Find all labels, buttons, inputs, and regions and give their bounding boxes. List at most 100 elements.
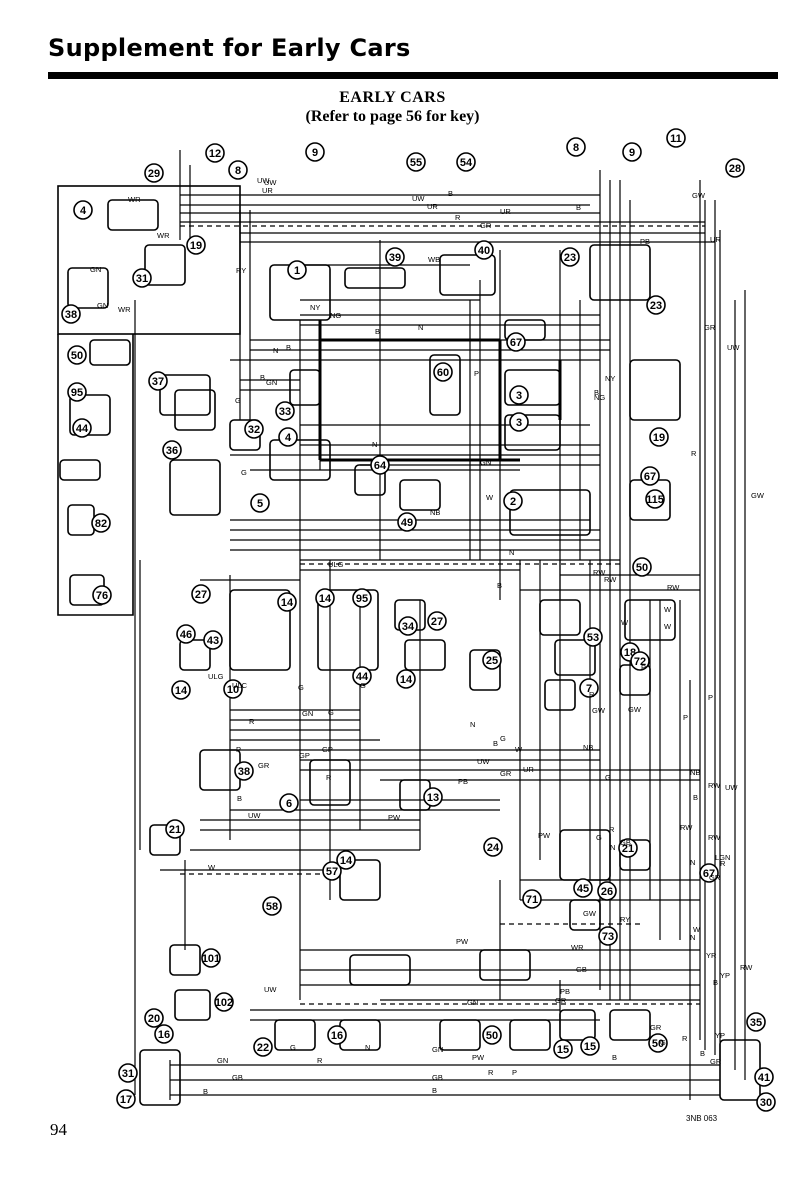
component-callout-circle xyxy=(144,1008,164,1028)
component-outline xyxy=(169,944,201,976)
wire-color-code: RW xyxy=(593,568,606,577)
component-callout-circle xyxy=(72,418,92,438)
component-callout-circle xyxy=(622,142,642,162)
component-callout-circle xyxy=(566,137,586,157)
component-number: 31 xyxy=(136,273,148,285)
component-number: 50 xyxy=(652,1038,664,1050)
component-callout-circle xyxy=(116,1089,136,1109)
component-outline xyxy=(469,649,501,691)
component-callout-circle xyxy=(201,948,221,968)
component-callout-circle xyxy=(370,455,390,475)
wire-color-code: GR xyxy=(258,761,270,770)
wire-color-code: UW xyxy=(248,811,261,820)
component-outline xyxy=(107,199,159,231)
component-callout-circle xyxy=(509,412,529,432)
component-outline xyxy=(504,369,561,406)
component-callout-circle xyxy=(573,878,593,898)
component-number: 27 xyxy=(195,589,207,601)
component-number: 115 xyxy=(646,494,664,506)
wire-color-code: RW xyxy=(708,781,721,790)
component-outline xyxy=(344,267,406,289)
component-number: 29 xyxy=(148,168,160,180)
component-number: 30 xyxy=(760,1097,772,1109)
component-callout-circle xyxy=(162,440,182,460)
page-title: Supplement for Early Cars xyxy=(48,34,411,62)
wire-color-code: PB xyxy=(458,777,468,786)
component-number: 67 xyxy=(510,337,522,349)
component-callout-circle xyxy=(250,493,270,513)
component-outline xyxy=(174,989,211,1021)
wire-color-code: N xyxy=(365,1043,370,1052)
component-outline xyxy=(559,829,611,881)
component-number: 38 xyxy=(238,766,250,778)
component-callout-circle xyxy=(73,200,93,220)
component-panel-border xyxy=(57,185,241,335)
component-callout-circle xyxy=(598,926,618,946)
component-callout-circle xyxy=(61,304,81,324)
wire-color-code: UR xyxy=(262,186,273,195)
component-callout-circle xyxy=(482,1025,502,1045)
component-number: 12 xyxy=(209,148,221,160)
component-callout-circle xyxy=(597,881,617,901)
wire-color-code: GB xyxy=(432,1073,443,1082)
wire-color-code: UR xyxy=(427,202,438,211)
wire-color-code: GR xyxy=(710,1057,722,1066)
component-outline xyxy=(317,589,379,671)
component-callout-circle xyxy=(144,163,164,183)
component-outline xyxy=(399,479,441,511)
component-number: 54 xyxy=(460,157,473,169)
component-number: 57 xyxy=(326,866,338,878)
wire-color-code: R xyxy=(609,825,615,834)
wire-color-code: UW xyxy=(477,757,490,766)
component-callout-circle xyxy=(630,651,650,671)
component-callout-circle xyxy=(262,896,282,916)
wire-color-code: N xyxy=(372,440,377,449)
wire-color-code: YP xyxy=(720,971,730,980)
component-number: 14 xyxy=(340,855,353,867)
component-number: 14 xyxy=(319,593,332,605)
component-callout-circle xyxy=(214,992,234,1012)
wire-color-code: P xyxy=(236,745,241,754)
component-callout-circle xyxy=(352,666,372,686)
component-panel-border xyxy=(57,334,134,616)
wire-color-code: B xyxy=(203,1087,208,1096)
component-callout-circle xyxy=(223,679,243,699)
component-callout-circle xyxy=(191,584,211,604)
component-callout-circle xyxy=(645,489,665,509)
component-number: 21 xyxy=(169,824,181,836)
wire-color-code: G xyxy=(605,773,611,782)
wire-color-code: GN xyxy=(432,1045,443,1054)
wire-color-code: GW xyxy=(692,191,706,200)
component-outline xyxy=(509,1019,551,1051)
component-outline xyxy=(339,859,381,901)
component-outline xyxy=(504,414,561,451)
component-number: 5 xyxy=(257,498,263,510)
wire-color-code: RW xyxy=(680,823,693,832)
component-callout-circle xyxy=(396,669,416,689)
component-outline xyxy=(539,599,581,636)
component-outline xyxy=(439,1019,481,1051)
component-number: 13 xyxy=(427,792,439,804)
component-number: 46 xyxy=(180,629,192,641)
component-number: 50 xyxy=(636,562,648,574)
component-callout-circle xyxy=(176,624,196,644)
header-rule xyxy=(48,72,778,79)
wire-color-code: NY xyxy=(310,303,320,312)
wire-color-code: GR xyxy=(650,1023,662,1032)
component-outline xyxy=(174,389,216,431)
component-outline xyxy=(59,459,101,481)
component-outline xyxy=(559,1009,596,1041)
component-number: 82 xyxy=(95,518,107,530)
wire-color-code: N xyxy=(418,323,423,332)
component-number: 72 xyxy=(634,656,646,668)
wire-color-code: UW xyxy=(257,176,270,185)
component-callout-circle xyxy=(397,512,417,532)
component-number: 9 xyxy=(312,147,318,159)
component-number: 6 xyxy=(286,798,292,810)
component-outline xyxy=(624,599,676,641)
component-number: 8 xyxy=(235,165,241,177)
wire-color-code: PW xyxy=(538,831,551,840)
component-number: 7 xyxy=(586,683,592,695)
component-callout-circle xyxy=(275,401,295,421)
component-outline xyxy=(479,949,531,981)
